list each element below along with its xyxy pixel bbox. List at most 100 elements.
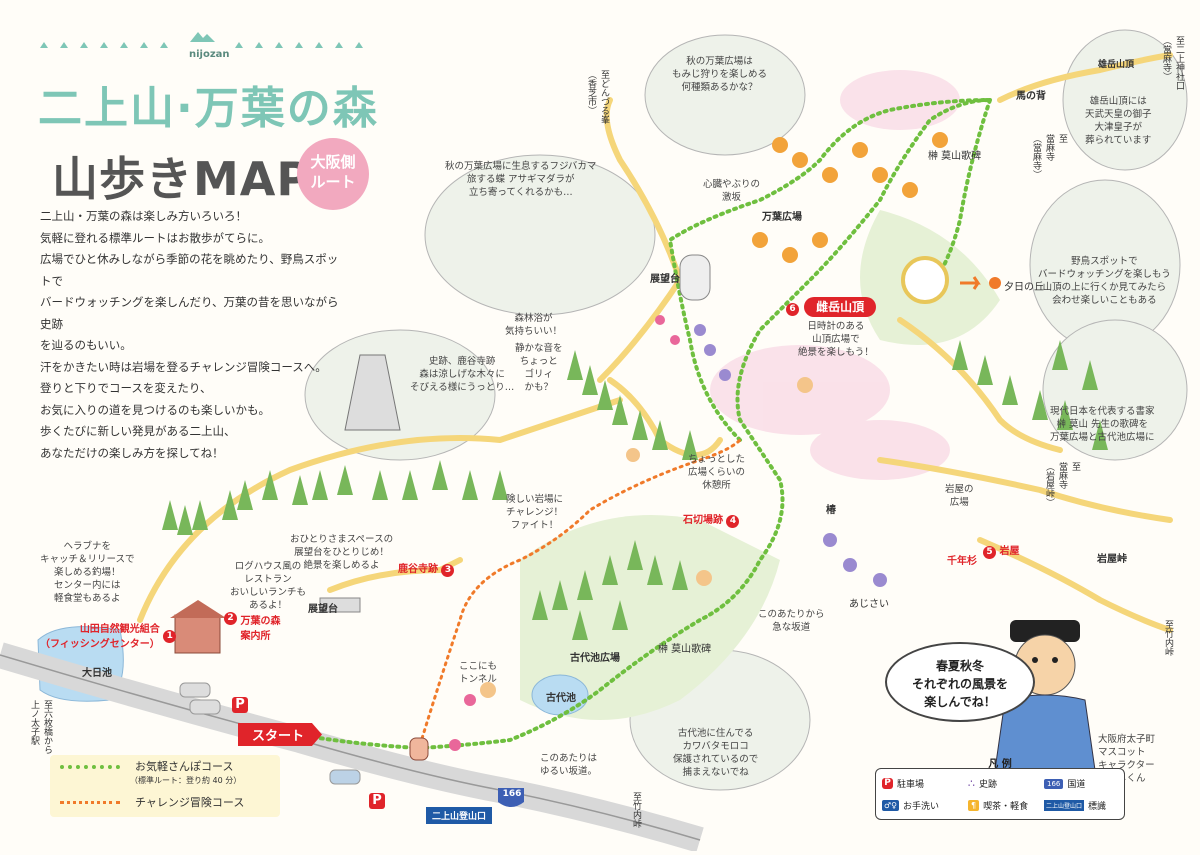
place-uma-no-se: 馬の背	[1016, 91, 1046, 102]
title-decoration	[40, 32, 363, 48]
place-iwayatouge: 岩屋峠	[1097, 554, 1127, 565]
tenboudai-top	[679, 254, 711, 301]
note-aki: 秋の万葉広場は もみじ狩りを楽しめる 何種類あるかな？	[672, 56, 768, 93]
challenge-course-swatch	[60, 801, 120, 804]
spot-4-name: 石切場跡	[683, 515, 723, 526]
blossom-area	[810, 420, 950, 480]
note-toukei: 日時計のある 山頂広場で 絶景を楽しもう！	[798, 321, 874, 358]
direction-donzuru: 至どんづる峯 （香芝市）	[586, 70, 609, 124]
sundial	[901, 256, 949, 304]
note-iwaba: 険しい岩場に チャレンジ！ ファイト！	[506, 494, 564, 531]
place-odake: 雄岳山頂	[1098, 60, 1135, 70]
note-shiseki: 史跡、鹿谷寺跡 森は涼しげな木々に そびえる様にうっとり…	[410, 356, 515, 393]
note-bubble-odake	[1062, 29, 1188, 171]
route-166-shield	[498, 788, 524, 807]
spot-6[interactable]: 6 雌岳山頂	[786, 296, 877, 317]
challenge-course	[418, 438, 742, 747]
hiker-icon	[696, 570, 712, 586]
intro-line: あなただけの楽しみ方を探してね！	[40, 445, 224, 460]
legend-route-label: 国道	[1067, 780, 1086, 790]
tower-icon	[344, 354, 401, 431]
page-title: 二上山·万葉の森	[38, 83, 379, 134]
tozanguchi-sign: 二上山登山口	[426, 807, 493, 824]
legend-cafe: ¶ 喫茶・軽食	[968, 799, 1028, 812]
place-kodaiike: 古代池	[546, 693, 576, 704]
spot-2[interactable]: 2 万葉の森 案内所	[224, 612, 280, 642]
place-tenboudai-left: 展望台	[308, 604, 338, 615]
road	[897, 317, 1063, 453]
place-tsubaki: 椿	[826, 505, 836, 516]
intro-line: 歩くたびに新しい発見がある二上山、	[40, 424, 236, 438]
legend-parking: P 駐車場	[882, 777, 924, 790]
note-aki2: 秋の万葉広場に生息するフジバカマ 旅する蝶 アサギマダラが 立ち寄ってくれるかも…	[445, 161, 597, 198]
note-bubble-aki	[644, 34, 806, 156]
note-hitoyasumi: おひとりさまスペースの 展望台をひとりじめ！ 絶景を楽しめるよ	[290, 534, 394, 571]
legend-toilet: ♂♀ お手洗い	[882, 799, 939, 812]
place-sun: 夕日の丘	[1004, 282, 1044, 293]
intro-line: を辿るのもいい。	[40, 338, 132, 352]
legend-shiseki-label: 史跡	[979, 780, 998, 790]
intro-line: バードウォッチングを楽しんだり、万葉の昔を思いながら史跡	[40, 295, 339, 331]
note-gendai: 現代日本を代表する書家 榊 莫山 先生の歌碑を 万葉広場と古代池広場に	[1050, 406, 1155, 443]
sunset-arrow	[960, 276, 981, 290]
hiker-icon	[626, 448, 640, 462]
cafe-icon: ¶	[968, 800, 980, 811]
intro-line: 汗をかきたい時は岩場を登るチャレンジ冒険コースへ。	[40, 359, 327, 374]
map-legend: 凡 例 P 駐車場 ∴ 史跡 166 国道 ♂♀ お手洗い ¶ 喫茶・軽食 二上…	[875, 759, 1125, 820]
legend-title: 凡 例	[988, 759, 1012, 770]
note-shizuka: 静かな音を ちょっと ゴリィ かも？	[515, 343, 563, 393]
spot-3[interactable]: 鹿谷寺跡 3	[398, 560, 455, 577]
route-badge: 大阪側 ルート	[297, 138, 369, 210]
brand-label: nijozan	[189, 49, 230, 60]
restaurant-building	[174, 614, 221, 654]
legend-parking-label: 駐車場	[897, 780, 925, 790]
note-kaigan: 岩屋の 広場	[945, 484, 974, 508]
spot-5-number: 5	[983, 546, 996, 559]
forest-area	[520, 515, 780, 720]
easy-course-swatch	[60, 765, 120, 769]
easy-course-sub: （標準ルート：登り約 40 分）	[130, 776, 242, 785]
road	[597, 97, 683, 383]
child-icon	[797, 377, 813, 393]
car-icon	[179, 682, 361, 785]
spot-1[interactable]: 山田自然観光組合 （フィッシングセンター） 1	[40, 620, 177, 650]
intro-line: お気に入りの道を見つけるのも楽しいかも。	[40, 402, 270, 417]
note-kyuu: このあたりから 急な坂道	[758, 609, 825, 633]
legend-sign-label: 標識	[1088, 802, 1107, 812]
spot-5[interactable]: 5 岩屋	[983, 542, 1019, 559]
spot-2-name: 万葉の森 案内所	[240, 616, 281, 642]
place-manyou-hiroba: 万葉広場	[762, 212, 802, 223]
note-kokoni: ここにもトンネル	[458, 661, 497, 685]
place-kodaiike-hiroba: 古代池広場	[570, 653, 620, 664]
road	[877, 457, 1173, 523]
spot-6-number: 6	[786, 303, 799, 316]
road	[327, 557, 463, 593]
note-hiroi: ちょっとした 広場くらいの 休憩所	[688, 454, 746, 491]
challenge-course-label: チャレンジ冒険コース	[135, 796, 245, 809]
mascot-speech-bubble: 春夏秋冬 それぞれの風景を 楽しんでね！	[885, 642, 1035, 722]
note-kodai: 古代池に住んでる カワバタモロコ 保護されているので 捕まえないでね	[673, 728, 759, 778]
legend-toilet-label: お手洗い	[903, 802, 940, 812]
parking-icon: P	[882, 778, 893, 789]
direction-takenouchi: 至竹内峠	[1163, 620, 1173, 656]
place-tenboudai-top: 展望台	[650, 274, 680, 285]
spot-4-number: 4	[726, 515, 740, 528]
note-shinzou: 心臓やぶりの 激坂	[703, 179, 761, 203]
page-subtitle: 山歩きMAP	[52, 152, 312, 206]
course-key: お気軽さんぽコース （標準ルート：登り約 40 分） チャレンジ冒険コース	[50, 755, 280, 817]
legend-sign: 二上山登山口 標識	[1044, 799, 1106, 812]
intro-line: 気軽に登れる標準ルートはお散歩がてらに。	[40, 230, 270, 245]
tenboudai-left	[319, 597, 361, 613]
road	[997, 52, 1173, 103]
place-ajisai: あじさい	[849, 599, 889, 610]
start-marker[interactable]: スタート	[238, 723, 323, 746]
sign-icon: 二上山登山口	[1044, 800, 1085, 811]
restaurant-roof	[170, 600, 226, 618]
spot-1-name: 山田自然観光組合 （フィッシングセンター）	[40, 624, 160, 650]
spot-4[interactable]: 石切場跡 4	[683, 511, 740, 528]
mascot-taishikun	[994, 620, 1096, 771]
note-bubble-aki2	[424, 154, 656, 316]
intro-line: 広場でひと休みしながら季節の花を眺めたり、野鳥スポットで	[40, 252, 339, 288]
